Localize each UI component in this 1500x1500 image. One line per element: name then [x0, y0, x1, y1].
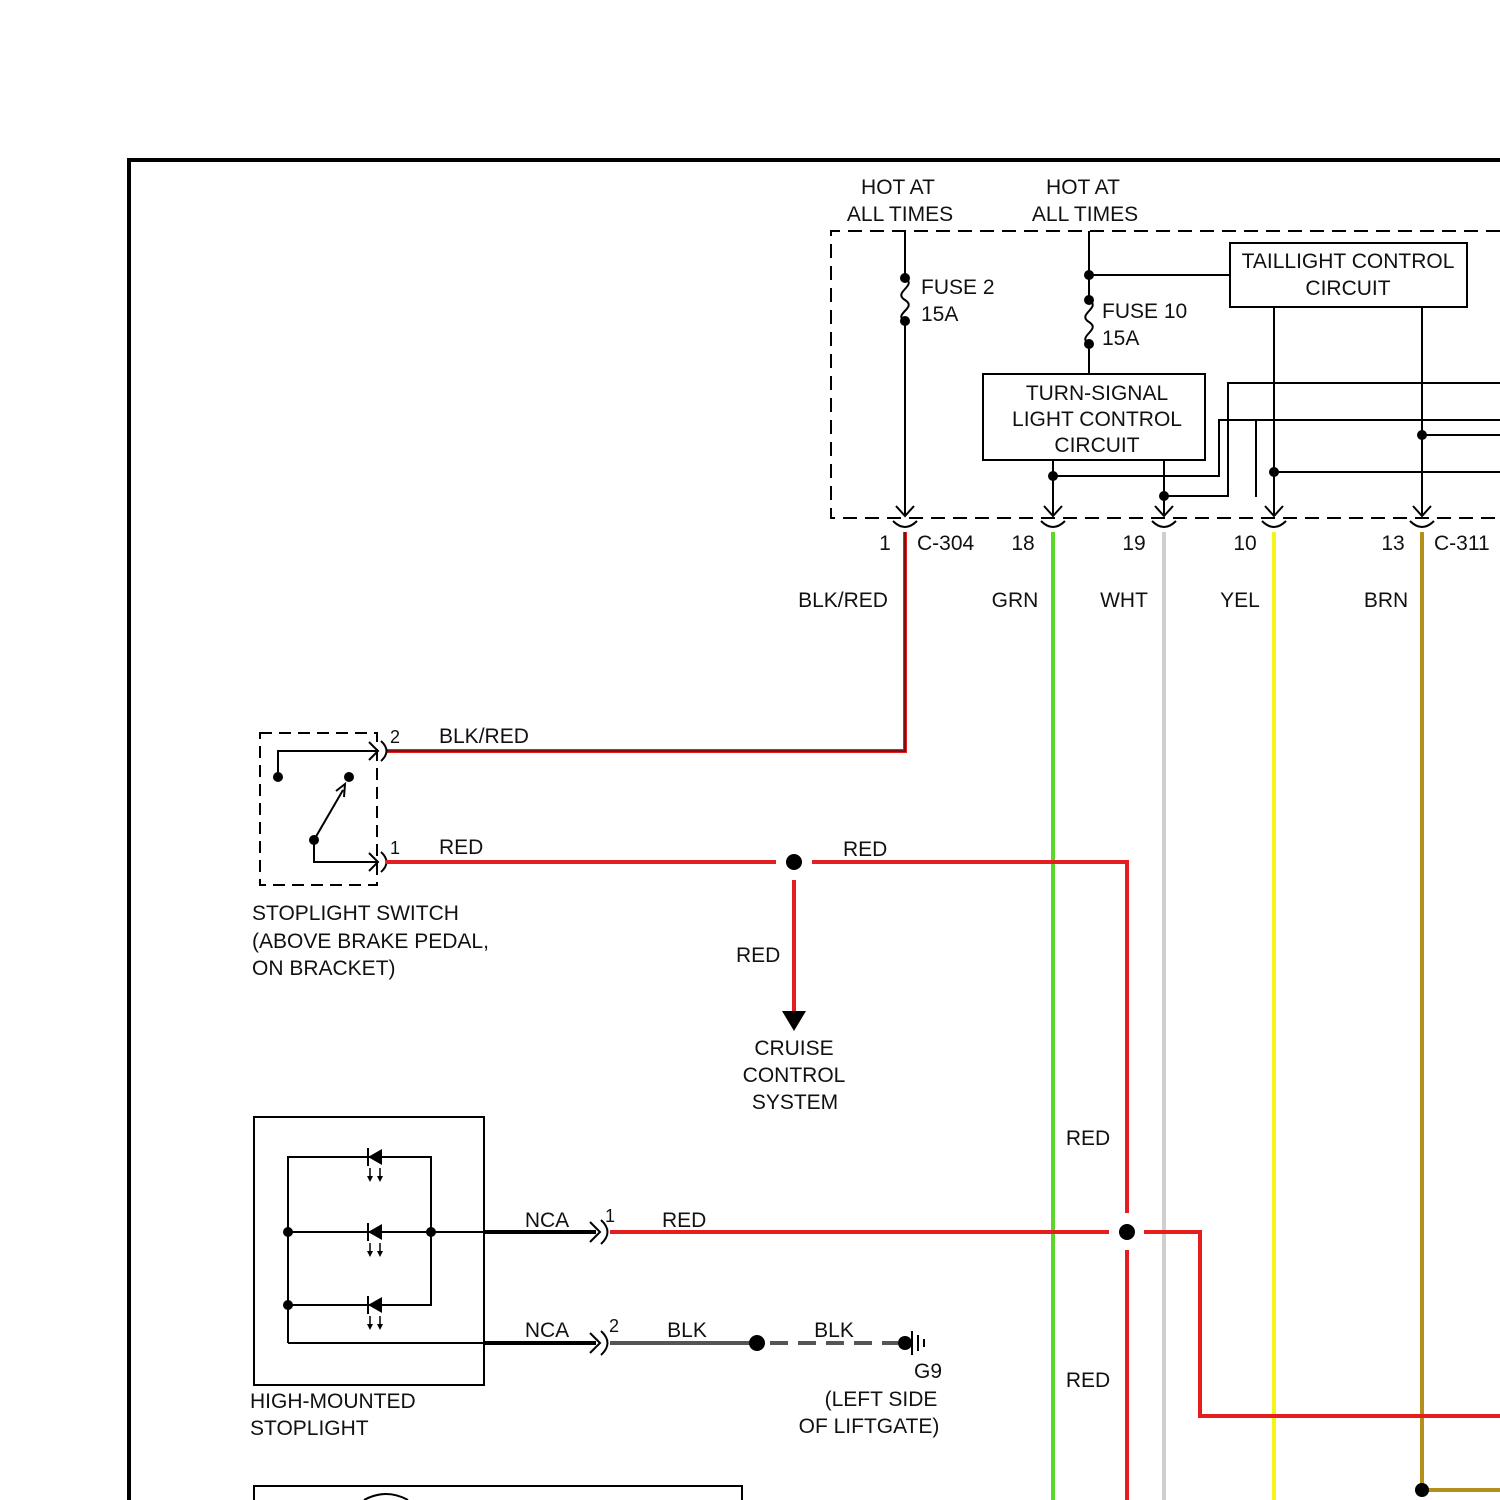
wire-label-blk-1: BLK: [667, 1319, 707, 1342]
wire-label-red-vertical-upper: RED: [1066, 1127, 1110, 1150]
ground-splice-dot: [749, 1335, 765, 1351]
stoplight-switch-pin-2: 2: [390, 727, 400, 747]
splice-dot-red-upper: [786, 854, 802, 870]
wire-label-red-hmsl: RED: [662, 1209, 706, 1232]
wire-red-to-splice: [812, 862, 1127, 1213]
hot-at-all-times-right-line1: HOT AT: [1046, 176, 1120, 199]
wire-label-grn: GRN: [992, 589, 1039, 612]
switch-contact-left: [273, 772, 283, 782]
hmsl-connector: [590, 1220, 608, 1355]
fuse-2-terminal-bottom: [900, 316, 910, 326]
wire-blk-red-stripe: [386, 532, 905, 751]
c311-pin-10: 10: [1233, 532, 1256, 555]
switch-pivot: [309, 835, 319, 845]
cruise-control-line3: SYSTEM: [752, 1091, 838, 1114]
wire-label-nca-2: NCA: [525, 1319, 569, 1342]
taillight-control-label-line1: TAILLIGHT CONTROL: [1242, 250, 1455, 273]
taillight-control-label-line2: CIRCUIT: [1305, 277, 1390, 300]
junction-dot-19: [1159, 491, 1169, 501]
ground-location-line1: (LEFT SIDE: [825, 1388, 938, 1411]
wire-label-blk-2: BLK: [814, 1319, 854, 1342]
switch-contact-right: [344, 772, 354, 782]
c311-pin-19: 19: [1122, 532, 1145, 555]
fuse-2-label: FUSE 2: [921, 276, 995, 299]
fuse-10-rating: 15A: [1102, 327, 1139, 350]
stoplight-switch-pin-1: 1: [390, 838, 400, 858]
junction-dot-18: [1048, 471, 1058, 481]
hot-at-all-times-left-line1: HOT AT: [861, 176, 935, 199]
fuse-10-terminal-top: [1084, 295, 1094, 305]
wire-label-red-cruise: RED: [736, 944, 780, 967]
cruise-control-line2: CONTROL: [743, 1064, 846, 1087]
stoplight-switch-caption-line2: (ABOVE BRAKE PEDAL,: [252, 930, 489, 953]
wire-label-blk-red-switch: BLK/RED: [439, 725, 529, 748]
stoplight-switch-contacts: [278, 741, 387, 872]
led-junction-left-bottom: [283, 1300, 293, 1310]
wire-label-red-switch: RED: [439, 836, 483, 859]
ground-location-line2: OF LIFTGATE): [799, 1415, 940, 1438]
junction-dot-13: [1417, 430, 1427, 440]
wire-red-to-taillamps: [1144, 1232, 1500, 1416]
fuse-10-terminal-bottom: [1084, 339, 1094, 349]
fuse-2-terminal-top: [900, 273, 910, 283]
hmsl-pin-2: 2: [609, 1316, 619, 1336]
high-mounted-stoplight-caption-line1: HIGH-MOUNTED: [250, 1390, 416, 1413]
ground-name: G9: [914, 1360, 942, 1383]
cruise-arrow-icon: [782, 1011, 806, 1031]
stoplight-switch-caption-line3: ON BRACKET): [252, 957, 396, 980]
turn-signal-label-line3: CIRCUIT: [1054, 434, 1139, 457]
wire-label-blk-red-top: BLK/RED: [798, 589, 888, 612]
wire-blk-red: [386, 532, 905, 751]
c304-name: C-304: [917, 532, 975, 555]
splice-dot-red-lower: [1119, 1224, 1135, 1240]
wire-label-wht: WHT: [1100, 589, 1148, 612]
turn-signal-label-line1: TURN-SIGNAL: [1026, 382, 1168, 405]
ground-point-dot: [898, 1336, 912, 1350]
led-junction-left-mid: [283, 1227, 293, 1237]
brn-splice-dot: [1415, 1483, 1429, 1497]
stoplight-switch-caption-line1: STOPLIGHT SWITCH: [252, 902, 459, 925]
junction-dot-10: [1269, 467, 1279, 477]
fuse-10-junction: [1084, 270, 1094, 280]
led-junction-right-mid: [426, 1227, 436, 1237]
wire-label-brn: BRN: [1364, 589, 1408, 612]
high-mounted-stoplight-caption-line2: STOPLIGHT: [250, 1417, 369, 1440]
c311-name: C-311: [1434, 532, 1490, 555]
ground-icon: [912, 1331, 924, 1355]
hmsl-pin-1: 1: [605, 1206, 615, 1226]
wire-label-red-upper: RED: [843, 838, 887, 861]
lower-component-box: [254, 1486, 742, 1500]
c311-pin-13: 13: [1381, 532, 1404, 555]
fuse-10-label: FUSE 10: [1102, 300, 1187, 323]
hot-at-all-times-left-line2: ALL TIMES: [847, 203, 953, 226]
turn-signal-label-line2: LIGHT CONTROL: [1012, 408, 1182, 431]
wire-label-yel: YEL: [1220, 589, 1260, 612]
connector-sockets: [893, 521, 1434, 527]
hot-at-all-times-right-line2: ALL TIMES: [1032, 203, 1138, 226]
wire-label-nca-1: NCA: [525, 1209, 569, 1232]
cruise-control-line1: CRUISE: [754, 1037, 833, 1060]
c304-pin-1: 1: [879, 532, 891, 555]
c311-pin-18: 18: [1011, 532, 1034, 555]
lower-component-symbol: [364, 1494, 408, 1500]
wire-label-red-vertical-lower: RED: [1066, 1369, 1110, 1392]
fuse-2-rating: 15A: [921, 303, 958, 326]
